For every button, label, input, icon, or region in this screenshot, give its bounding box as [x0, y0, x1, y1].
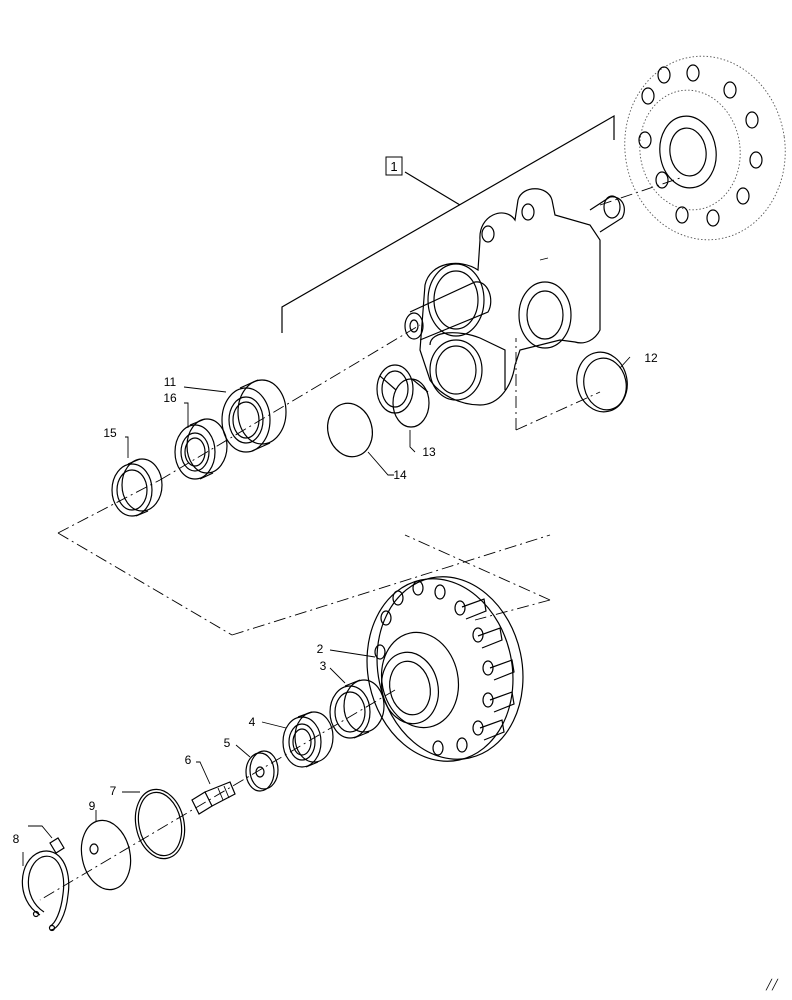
cap-9 — [80, 819, 132, 891]
housing-lower-lobe — [429, 332, 506, 390]
enclosure-left-bottom — [57, 532, 233, 636]
housing-lower-bore — [429, 339, 483, 401]
cup-15 — [111, 458, 163, 517]
hub-bore-inner — [389, 660, 431, 716]
hub-bolt-holes — [374, 580, 494, 756]
corner-mark: ╱╱ — [765, 978, 779, 991]
disc-14 — [327, 402, 373, 458]
lower-spindle — [409, 281, 492, 341]
hub-inner-boss — [380, 631, 460, 729]
lower-spindle-end — [404, 312, 424, 340]
knuckle-body — [419, 188, 601, 406]
hub-flange-back — [376, 576, 524, 760]
upper-spindle — [589, 196, 625, 233]
callout-5: 5 — [224, 736, 231, 750]
callout-12: 12 — [644, 351, 658, 365]
callout-14: 14 — [393, 468, 407, 482]
callout-6: 6 — [185, 753, 192, 767]
axle-centerline — [159, 324, 421, 481]
knuckle-housing — [281, 114, 625, 406]
callout-2: 2 — [317, 642, 324, 656]
ring12-diagonal-line — [515, 391, 601, 431]
housing-bore-right — [518, 281, 572, 349]
sleeve-13 — [376, 364, 430, 428]
upper-hub-bolt-holes — [638, 64, 763, 227]
pin-hole-2 — [521, 203, 535, 221]
assembly-bracket — [281, 114, 615, 333]
housing-bore-left — [427, 263, 485, 337]
ring-12 — [576, 351, 628, 413]
enclosure-right — [404, 534, 551, 601]
callout-3: 3 — [320, 659, 327, 673]
cup-3 — [329, 679, 385, 739]
plug-8 — [49, 837, 65, 854]
enclosure-right-lower — [474, 599, 551, 621]
bolt-6 — [191, 781, 236, 815]
callout-9: 9 — [89, 799, 96, 813]
enclosure-bottom — [231, 534, 551, 636]
upper-hub-inner — [639, 89, 741, 211]
snap-ring — [21, 850, 70, 932]
callout-13: 13 — [422, 445, 436, 459]
hub-centerline — [39, 689, 396, 901]
callout-4: 4 — [249, 715, 256, 729]
callout-1-box — [385, 156, 403, 176]
callout-16: 16 — [163, 391, 177, 405]
leader-1 — [404, 171, 461, 206]
washer-5 — [245, 750, 279, 792]
callout-1: 1 — [390, 159, 397, 174]
reference-lines — [39, 177, 681, 901]
callout-8: 8 — [13, 832, 20, 846]
leader-lines — [22, 356, 631, 866]
hub-flange-outer — [366, 578, 514, 762]
seal-11 — [221, 379, 287, 453]
spindle-centerline — [599, 177, 681, 206]
callout-11: 11 — [164, 375, 177, 389]
bearing-4 — [282, 711, 334, 768]
bearing-16 — [174, 418, 228, 480]
upper-hub-flange — [624, 55, 786, 241]
hub-2 — [366, 576, 524, 762]
o-ring-7 — [134, 788, 186, 860]
hub-bore-outer — [381, 651, 439, 725]
hub-studs — [461, 598, 515, 741]
upper-hub-bore-inner — [669, 127, 707, 177]
callout-labels: 1 2 3 4 5 6 7 9 8 11 16 15 12 13 14 — [13, 156, 658, 846]
upper-spindle-end — [603, 195, 621, 219]
upper-hub-part — [624, 55, 786, 241]
enclosure-upper-left — [57, 479, 161, 534]
callout-7: 7 — [110, 784, 117, 798]
upper-hub-bore-outer — [659, 115, 717, 189]
pin-hole-1 — [481, 225, 495, 243]
callout-15: 15 — [103, 426, 117, 440]
